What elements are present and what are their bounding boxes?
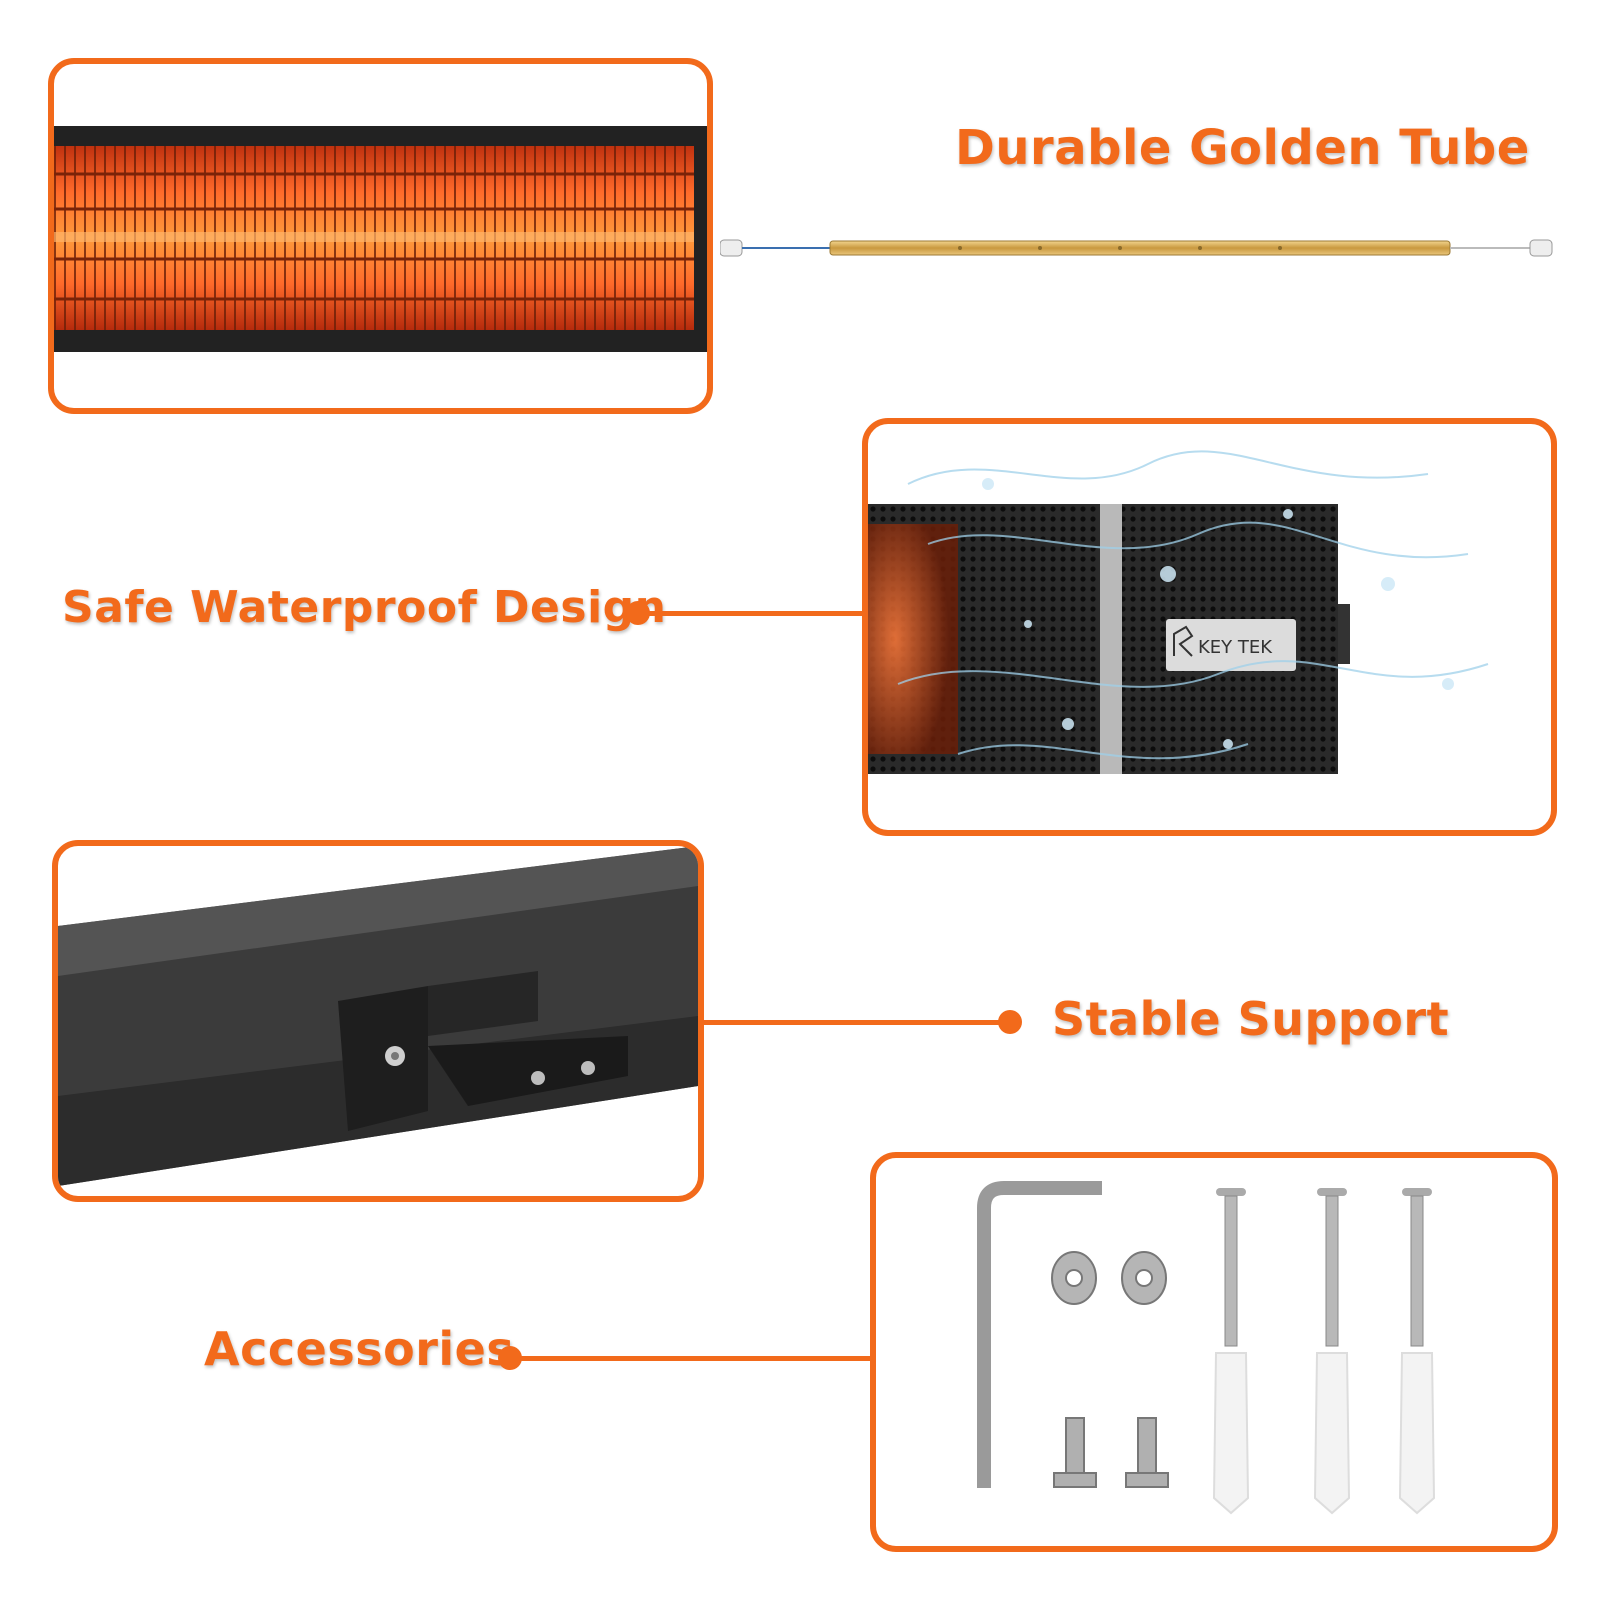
support-connector-line <box>700 1020 1010 1025</box>
accessories-connector-line <box>512 1356 874 1361</box>
support-panel <box>52 840 704 1202</box>
waterproof-panel: KEY TEK <box>862 418 1557 836</box>
support-connector-dot <box>998 1010 1022 1034</box>
wall-anchors <box>1212 1352 1436 1515</box>
heater-glow-image <box>54 126 707 352</box>
accessories-image <box>977 1181 1436 1515</box>
keytek-badge: KEY TEK <box>1166 619 1296 671</box>
wing-nuts <box>1051 1251 1167 1305</box>
screws <box>1216 1188 1432 1347</box>
heater-glow-panel <box>48 58 713 414</box>
waterproof-heater-image: KEY TEK <box>868 450 1489 774</box>
hex-bolts <box>1053 1417 1169 1488</box>
accessories-panel <box>870 1152 1558 1552</box>
support-title: Stable Support <box>1052 992 1450 1046</box>
svg-text:KEY TEK: KEY TEK <box>1198 637 1273 658</box>
golden-tube-title: Durable Golden Tube <box>955 120 1530 176</box>
waterproof-connector-line <box>640 611 866 616</box>
support-bracket-image <box>58 846 698 1186</box>
hex-key <box>977 1181 1102 1488</box>
waterproof-title: Safe Waterproof Design <box>62 582 667 633</box>
golden-tube-image <box>720 239 1553 257</box>
accessories-title: Accessories <box>204 1322 515 1376</box>
